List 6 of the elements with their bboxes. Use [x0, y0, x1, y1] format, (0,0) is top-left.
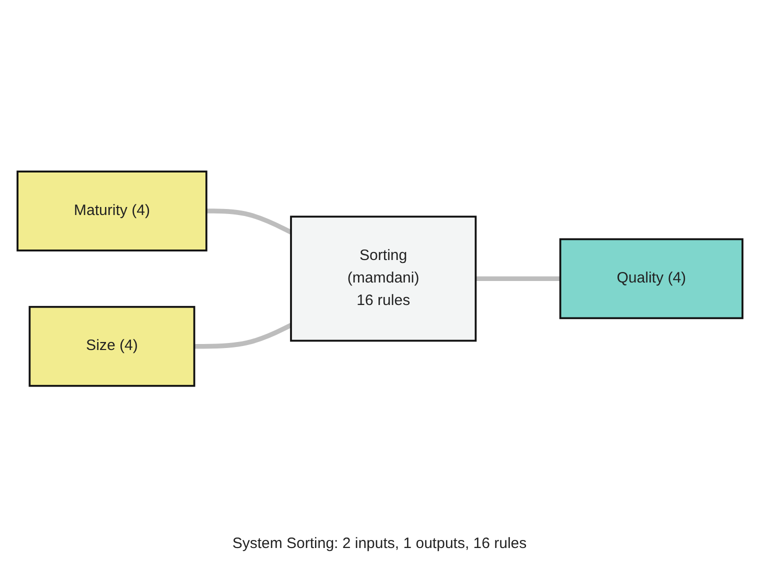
- system-summary: System Sorting: 2 inputs, 1 outputs, 16 rules: [232, 535, 527, 552]
- node-box: Quality (4): [558, 238, 743, 320]
- node-box: Sorting (mamdani) 16 rules: [290, 216, 476, 342]
- node-box: Maturity (4): [16, 170, 207, 252]
- connector: [475, 276, 560, 282]
- node-box: Size (4): [28, 306, 195, 388]
